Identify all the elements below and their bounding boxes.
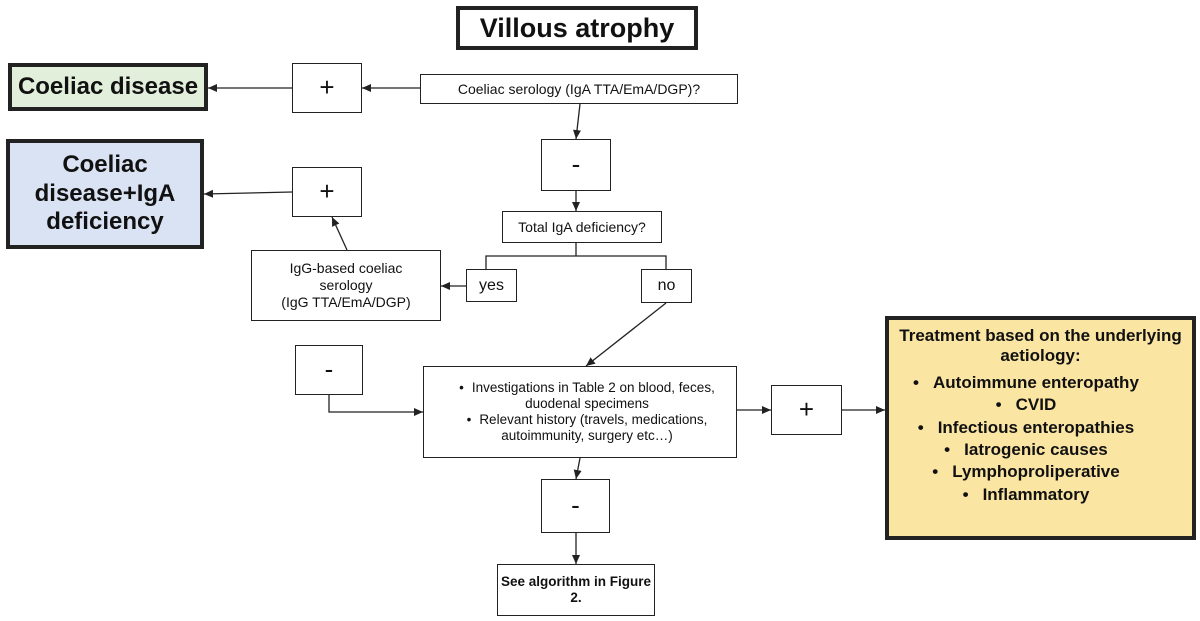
see-algorithm-box: See algorithm in Figure 2. — [497, 564, 655, 616]
igg-serology-box: IgG-based coeliac serology (IgG TTA/EmA/… — [251, 250, 441, 321]
treatment-item: Iatrogenic causes — [913, 440, 1139, 460]
edge-plus2-to-cdiga — [203, 189, 293, 198]
plus-sign: + — [319, 176, 335, 207]
villous-atrophy-label: Villous atrophy — [479, 12, 675, 43]
no-box: no — [641, 269, 692, 303]
yes-label: yes — [479, 276, 504, 294]
plus-sign: + — [319, 72, 335, 103]
cd-iga-line-2: disease+IgA — [34, 179, 176, 207]
edge-invest-to-minus — [573, 457, 582, 480]
cd-iga-line-3: deficiency — [46, 208, 164, 236]
treatment-list: Autoimmune enteropathy CVID Infectious e… — [899, 371, 1139, 507]
investigations-item: Relevant history (travels, medications, … — [448, 412, 726, 444]
coeliac-disease-label: Coeliac disease — [17, 72, 199, 100]
total-iga-box: Total IgA deficiency? — [502, 211, 662, 243]
igg-serology-line-1: IgG-based coeliac — [289, 260, 403, 277]
treatment-item: Inflammatory — [913, 485, 1139, 505]
igg-serology-line-2: serology — [319, 277, 373, 294]
cd-iga-line-1: Coeliac — [62, 150, 148, 178]
no-label: no — [657, 277, 676, 295]
villous-atrophy-box: Villous atrophy — [456, 6, 698, 50]
negative-serology-box: - — [541, 139, 611, 191]
treatment-box: Treatment based on the underlying aetiol… — [885, 316, 1196, 540]
treatment-item: CVID — [913, 395, 1139, 415]
edge-totaliga-split — [485, 243, 667, 269]
coeliac-disease-box: Coeliac disease — [8, 63, 208, 111]
coeliac-serology-box: Coeliac serology (IgA TTA/EmA/DGP)? — [420, 74, 738, 104]
positive-serology-box: + — [292, 63, 362, 113]
treatment-item: Autoimmune enteropathy — [913, 373, 1139, 393]
plus-sign: + — [798, 394, 815, 425]
treatment-item: Infectious enteropathies — [913, 418, 1139, 438]
positive-investigations-box: + — [771, 385, 842, 435]
treatment-title: Treatment based on the underlying aetiol… — [899, 326, 1182, 366]
edge-minus2-to-invest — [328, 395, 423, 416]
igg-serology-line-3: (IgG TTA/EmA/DGP) — [281, 293, 411, 310]
investigations-box: Investigations in Table 2 on blood, fece… — [423, 366, 737, 458]
negative-investigations-box: - — [541, 479, 610, 533]
minus-sign: - — [324, 354, 334, 385]
edge-igg-to-plus — [331, 216, 348, 251]
yes-box: yes — [466, 269, 517, 302]
positive-igg-box: + — [292, 167, 362, 217]
minus-sign: - — [571, 490, 580, 521]
treatment-item: Lymphoproliperative — [913, 462, 1139, 482]
minus-sign: - — [571, 149, 581, 180]
negative-igg-box: - — [295, 345, 363, 395]
investigations-item: Investigations in Table 2 on blood, fece… — [448, 380, 726, 412]
edge-no-to-invest — [585, 302, 667, 367]
total-iga-label: Total IgA deficiency? — [518, 218, 646, 235]
investigations-list: Investigations in Table 2 on blood, fece… — [434, 380, 726, 445]
coeliac-serology-label: Coeliac serology (IgA TTA/EmA/DGP)? — [457, 80, 701, 97]
coeliac-iga-deficiency-box: Coeliac disease+IgA deficiency — [6, 139, 204, 249]
edge-serology-to-minus — [573, 103, 581, 140]
see-algorithm-label: See algorithm in Figure 2. — [500, 573, 652, 605]
